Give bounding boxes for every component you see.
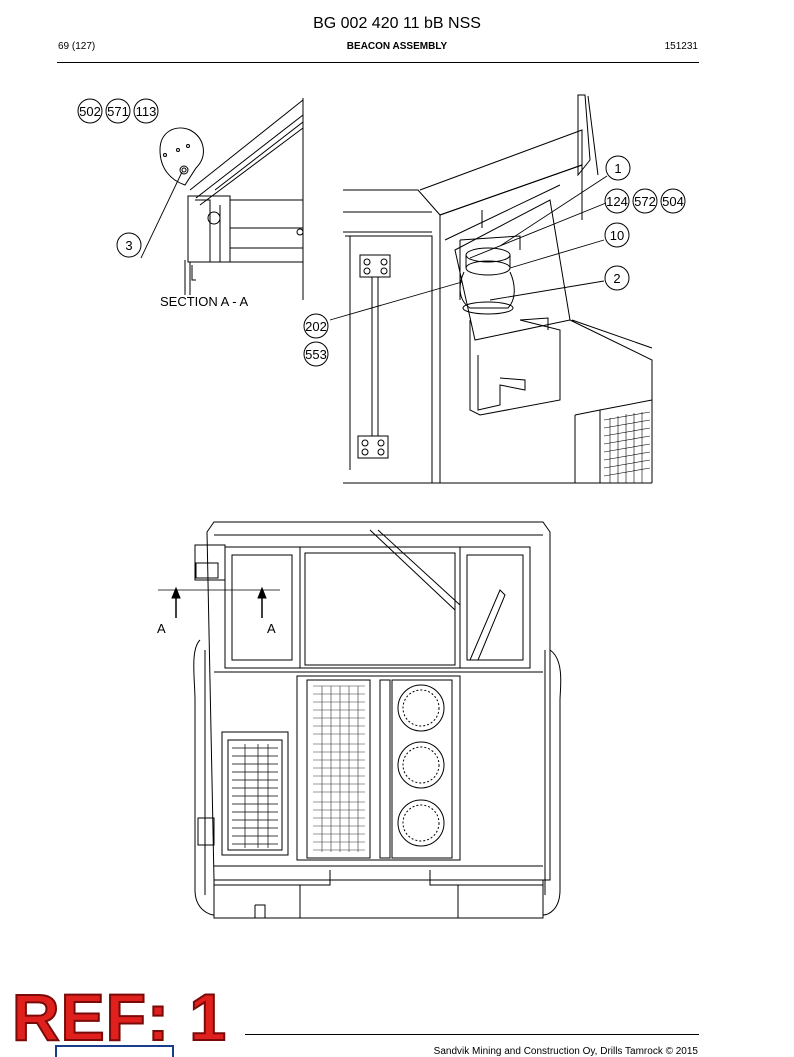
footer-rule (245, 1034, 699, 1035)
callout-3: 3 (125, 238, 132, 253)
callout-balloon (303, 313, 329, 339)
ref-stamp: REF: 1 (11, 980, 228, 1054)
cabin-rear-view (158, 521, 562, 919)
callout-balloon (133, 98, 159, 124)
section-marker-left: A (157, 621, 166, 636)
callout-1: 1 (614, 161, 621, 176)
callout-502: 502 (79, 104, 101, 119)
page-number: 69 (127) (58, 41, 96, 52)
section-title: BEACON ASSEMBLY (346, 41, 448, 52)
callout-504: 504 (662, 194, 684, 209)
callout-balloons (77, 98, 686, 367)
section-detail-view (159, 98, 304, 300)
callout-202: 202 (305, 319, 327, 334)
callout-10: 10 (610, 228, 624, 243)
callout-balloon (604, 188, 630, 214)
callout-balloon (604, 222, 630, 248)
header-rule (57, 62, 699, 63)
callout-2: 2 (613, 271, 620, 286)
callout-572: 572 (634, 194, 656, 209)
callout-balloon (605, 155, 631, 181)
callout-571: 571 (107, 104, 129, 119)
footer-copyright: Sandvik Mining and Construction Oy, Dril… (433, 1046, 698, 1057)
callout-553: 553 (305, 347, 327, 362)
callout-balloon (77, 98, 103, 124)
callout-balloon (303, 341, 329, 367)
sandvik-logo (55, 1045, 174, 1057)
section-labels: SECTION A - A A A (157, 294, 276, 636)
section-label: SECTION A - A (160, 294, 248, 309)
callout-124: 124 (606, 194, 628, 209)
document-title: BG 002 420 11 bB NSS (313, 15, 481, 32)
callout-balloon (604, 265, 630, 291)
section-marker-right: A (267, 621, 276, 636)
callout-balloon (105, 98, 131, 124)
document-number: 151231 (664, 41, 698, 52)
callout-leaders (140, 171, 608, 321)
beacon-main-view (343, 94, 653, 484)
callout-labels: 502 571 113 3 1 124 572 504 10 2 202 553 (79, 104, 684, 362)
callout-113: 113 (136, 104, 157, 119)
callout-balloon (660, 188, 686, 214)
callout-balloon (116, 232, 142, 258)
callout-balloon (632, 188, 658, 214)
